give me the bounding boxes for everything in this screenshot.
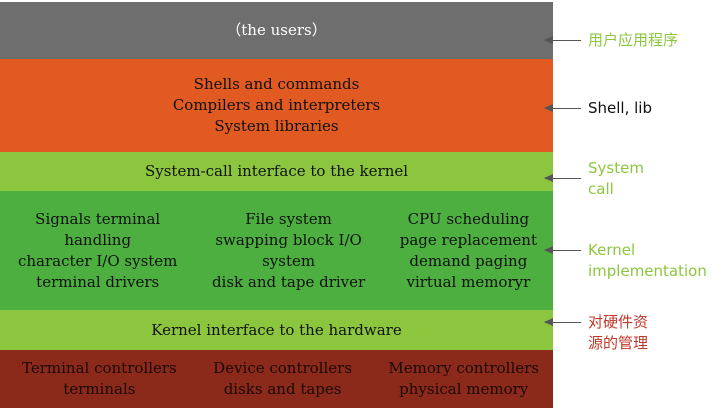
arrow-left-icon xyxy=(544,104,581,112)
annotation-line: 用户应用程序 xyxy=(588,31,679,49)
kernel-line: swapping block I/O xyxy=(215,230,362,249)
hardware-interface-layer: Kernel interface to the hardware xyxy=(0,310,553,350)
shell-line: Compilers and interpreters xyxy=(172,96,381,114)
users-label: （the users） xyxy=(226,21,327,39)
kernel-column-filesystem: File system swapping block I/O system di… xyxy=(212,209,365,293)
kernel-line: character I/O system xyxy=(18,251,178,270)
annotation-line: System xyxy=(588,159,644,177)
kernel-line: handling xyxy=(64,230,132,249)
users-layer: （the users） xyxy=(0,2,553,59)
hardware-line: Memory controllers xyxy=(388,359,539,377)
annotation-user-apps: 用户应用程序 xyxy=(588,30,678,51)
kernel-line: virtual memoryr xyxy=(406,272,531,291)
hardware-line: Device controllers xyxy=(213,359,353,377)
hardware-interface-label: Kernel interface to the hardware xyxy=(151,320,402,339)
hardware-line: physical memory xyxy=(399,380,529,398)
hardware-layer: Terminal controllers terminals Device co… xyxy=(0,350,553,408)
annotation-system-call: System call xyxy=(588,158,644,200)
kernel-column-terminal: Signals terminal handling character I/O … xyxy=(18,209,177,293)
annotation-line: Kernel xyxy=(588,241,636,259)
annotation-line: 对硬件资 xyxy=(588,313,649,331)
syscall-label: System-call interface to the kernel xyxy=(144,162,409,180)
annotation-line: 源的管理 xyxy=(588,334,649,352)
hardware-line: terminals xyxy=(63,380,136,398)
arrow-left-icon xyxy=(544,174,581,182)
hardware-column-device: Device controllers disks and tapes xyxy=(213,358,352,400)
annotation-shell-lib: Shell, lib xyxy=(588,98,652,119)
kernel-column-memory: CPU scheduling page replacement demand p… xyxy=(400,209,537,293)
arrow-left-icon xyxy=(544,36,581,44)
kernel-line: File system xyxy=(245,209,332,228)
annotation-line: Shell, lib xyxy=(588,99,652,117)
shell-layer: Shells and commands Compilers and interp… xyxy=(0,59,553,152)
annotation-line: implementation xyxy=(588,262,707,280)
kernel-line: system xyxy=(262,251,316,270)
arrow-left-icon xyxy=(544,318,581,326)
kernel-line: disk and tape driver xyxy=(211,272,366,291)
kernel-line: CPU scheduling xyxy=(407,209,530,228)
syscall-layer: System-call interface to the kernel xyxy=(0,152,553,191)
hardware-column-memory: Memory controllers physical memory xyxy=(388,358,539,400)
kernel-line: terminal drivers xyxy=(36,272,160,291)
kernel-layer: Signals terminal handling character I/O … xyxy=(0,191,553,310)
kernel-line: page replacement xyxy=(399,230,537,249)
shell-line: System libraries xyxy=(214,117,339,135)
annotation-hardware-management: 对硬件资 源的管理 xyxy=(588,312,648,354)
kernel-line: demand paging xyxy=(409,251,528,270)
hardware-column-terminal: Terminal controllers terminals xyxy=(22,358,177,400)
annotation-kernel-implementation: Kernel implementation xyxy=(588,240,707,282)
hardware-line: disks and tapes xyxy=(223,380,342,398)
shell-line: Shells and commands xyxy=(193,75,360,93)
kernel-line: Signals terminal xyxy=(35,209,161,228)
annotation-line: call xyxy=(588,180,614,198)
hardware-line: Terminal controllers xyxy=(22,359,177,377)
arrow-left-icon xyxy=(544,246,581,254)
